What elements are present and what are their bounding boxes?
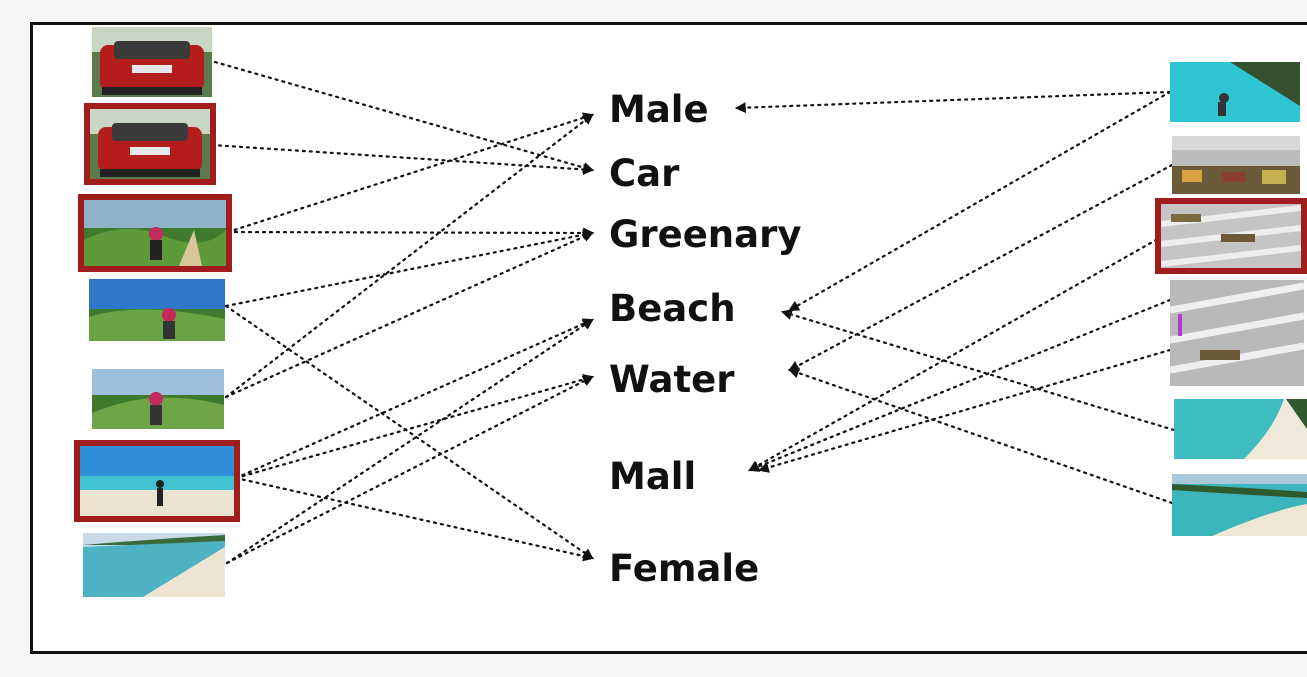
greenery-image bbox=[92, 369, 224, 429]
right-image-mall-3 bbox=[1170, 280, 1304, 386]
concept-greenary: Greenary bbox=[609, 213, 802, 256]
beach-shore-image bbox=[83, 533, 225, 597]
left-image-car-2 bbox=[84, 103, 216, 185]
pool-image bbox=[1170, 62, 1300, 122]
concept-male: Male bbox=[609, 88, 709, 131]
beach-woman-image bbox=[80, 446, 234, 516]
left-image-beach-woman bbox=[74, 440, 240, 522]
greenery-image bbox=[89, 279, 225, 341]
beach-aerial-image bbox=[1174, 399, 1307, 459]
right-image-mall-2 bbox=[1155, 198, 1307, 274]
red-car-image bbox=[90, 109, 210, 179]
left-image-beach-shore bbox=[83, 533, 225, 597]
left-image-greenery-2 bbox=[89, 279, 225, 341]
concept-car: Car bbox=[609, 152, 680, 195]
right-image-pool-swimmer bbox=[1170, 62, 1300, 122]
mall-image bbox=[1172, 136, 1300, 194]
greenery-image bbox=[84, 200, 226, 266]
red-car-image bbox=[92, 27, 212, 97]
right-image-beach-aerial-1 bbox=[1174, 399, 1307, 459]
left-image-greenery-3 bbox=[92, 369, 224, 429]
concept-mall: Mall bbox=[609, 455, 697, 498]
concept-water: Water bbox=[609, 358, 735, 401]
left-image-car-1 bbox=[92, 27, 212, 97]
concept-beach: Beach bbox=[609, 287, 736, 330]
left-image-greenery-1 bbox=[78, 194, 232, 272]
concept-female: Female bbox=[609, 547, 760, 590]
beach-aerial-image bbox=[1172, 474, 1307, 536]
right-image-mall-1 bbox=[1172, 136, 1300, 194]
mall-image bbox=[1170, 280, 1304, 386]
mall-image bbox=[1161, 204, 1301, 268]
right-image-beach-aerial-2 bbox=[1172, 474, 1307, 536]
